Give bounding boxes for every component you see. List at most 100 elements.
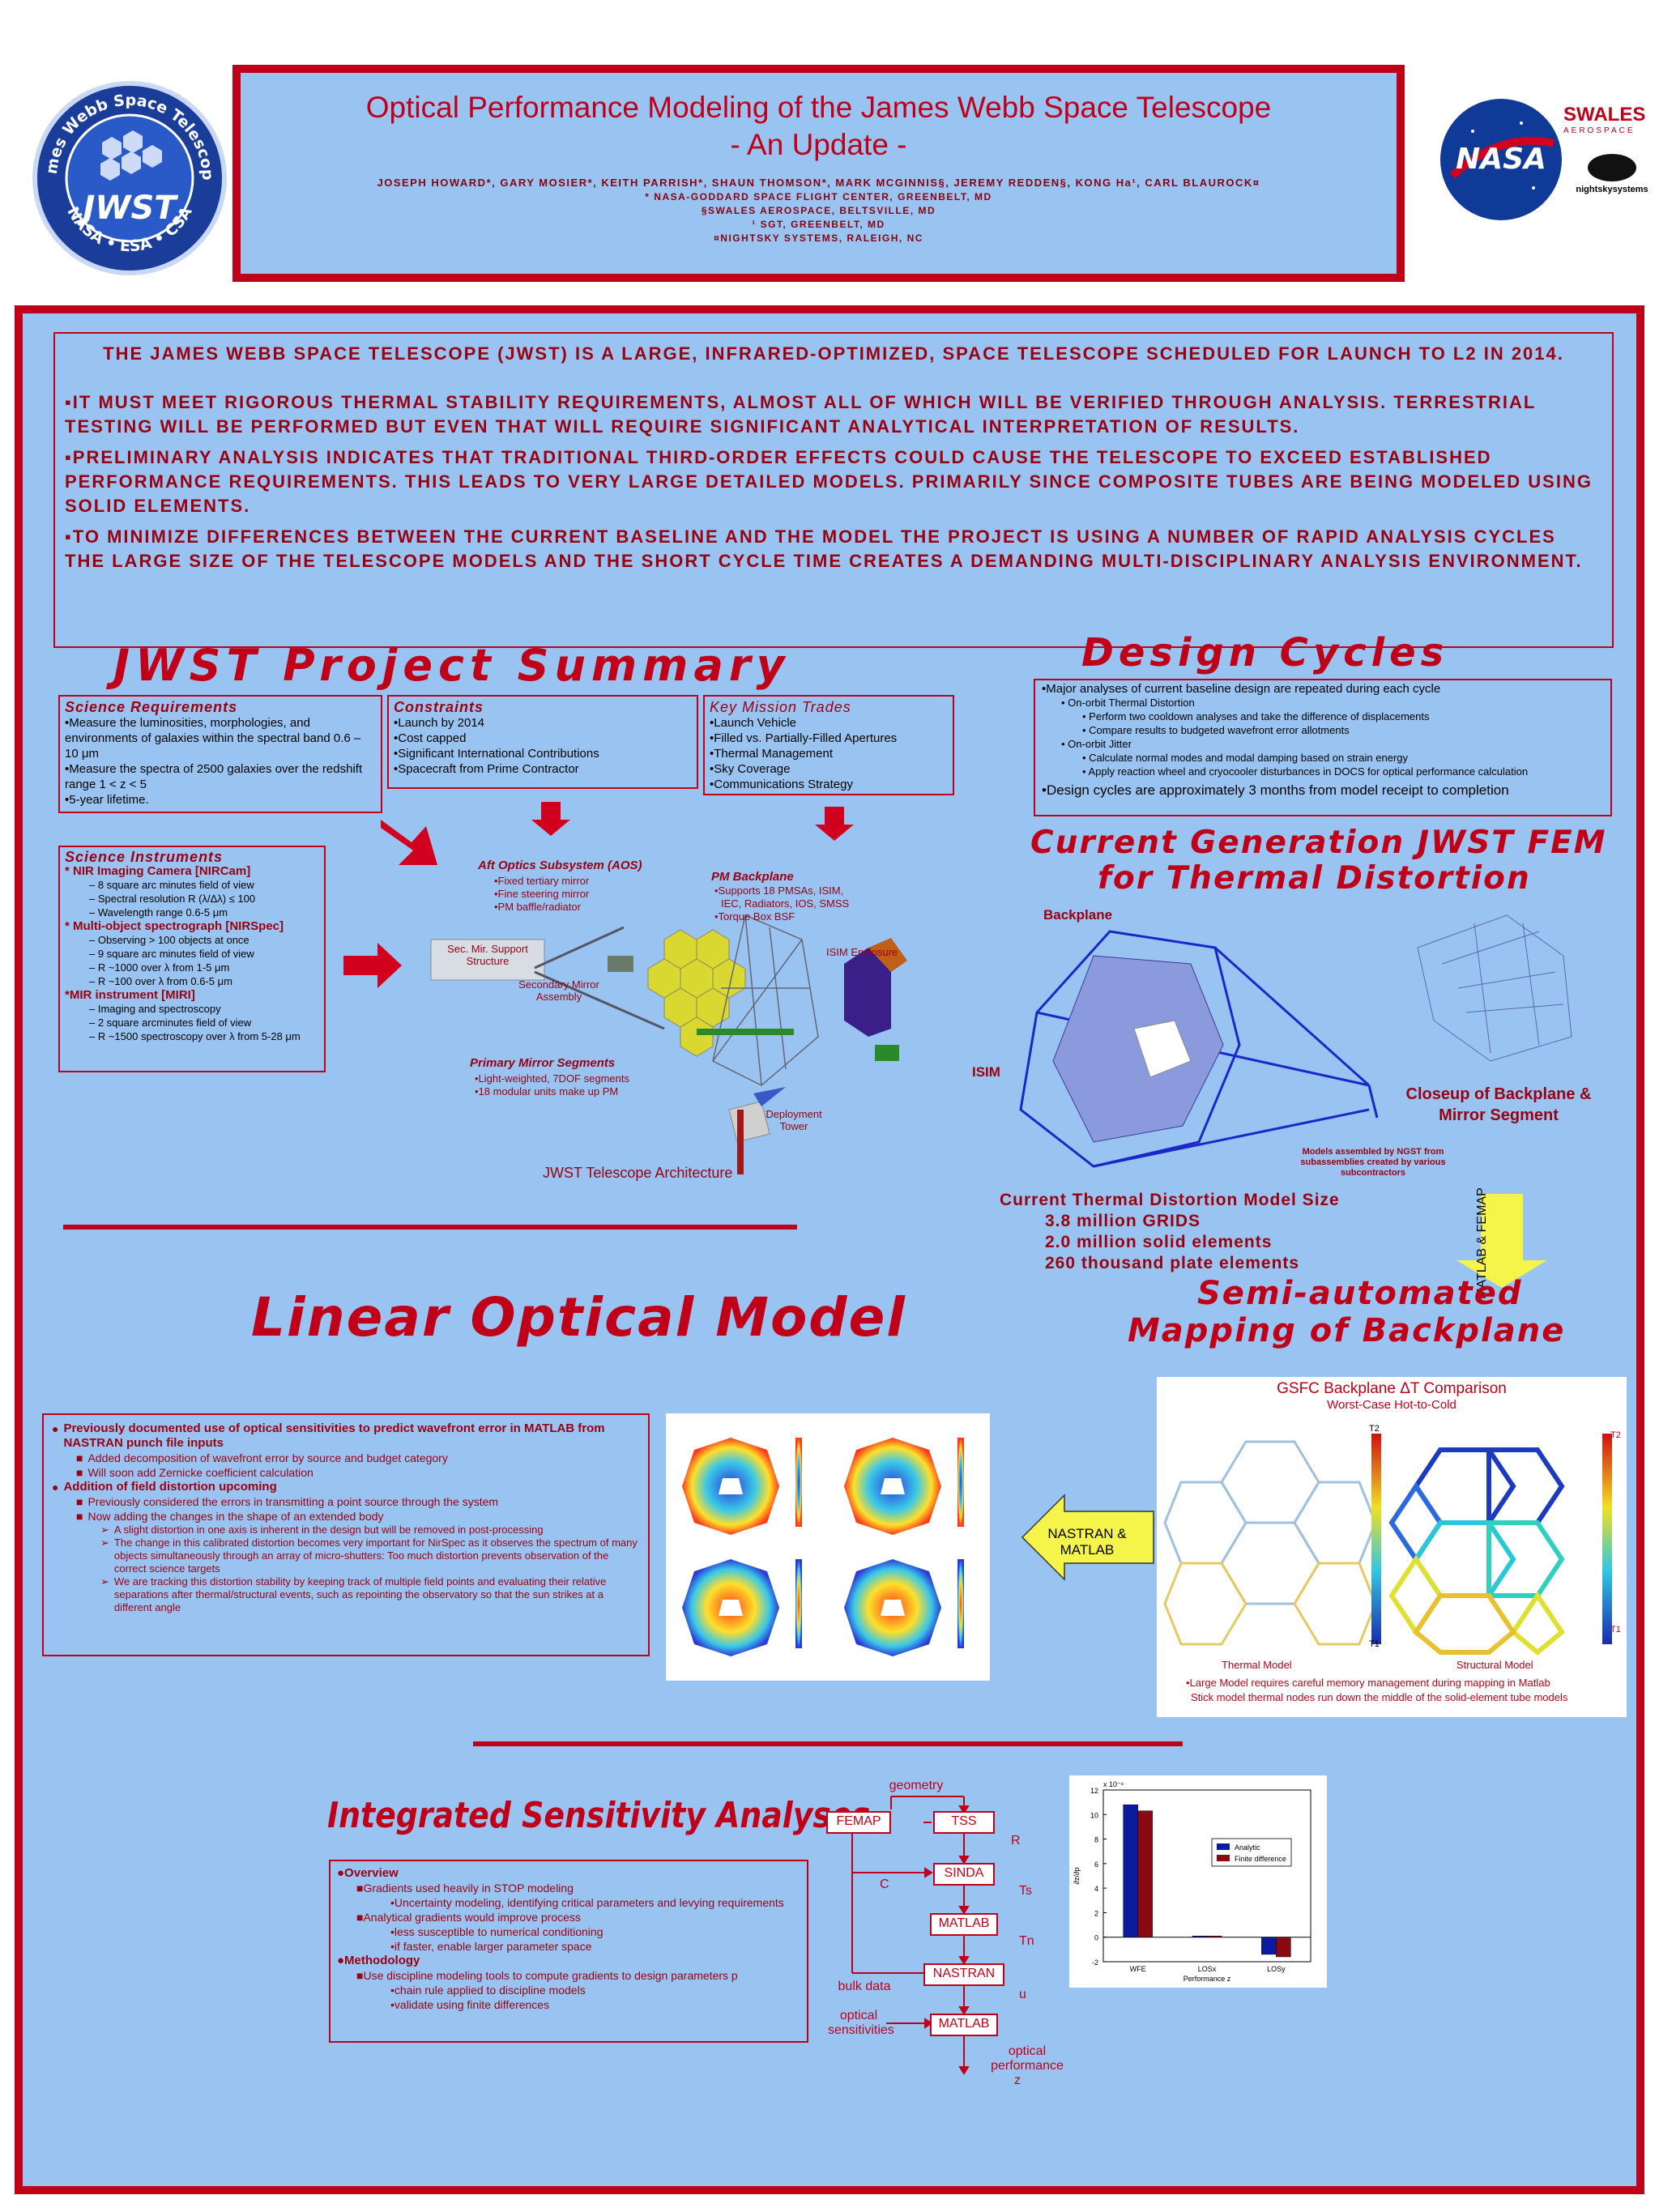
instrument-item: – R ~1500 spectroscopy over λ from 5-28 … (89, 1030, 301, 1042)
square-bullet-icon: ■ (76, 1466, 83, 1479)
constraints-heading: Constraints (394, 699, 484, 715)
chart-x-tick-label: LOSx (1198, 1965, 1217, 1973)
flow-femap-box: FEMAP (826, 1811, 891, 1834)
flow-geometry-label: geometry (889, 1779, 944, 1792)
constraints-box: Constraints •Launch by 2014 •Cost capped… (387, 695, 698, 789)
backplane-maps-drawing (1163, 1434, 1612, 1656)
integrated-item: •Uncertainty modeling, identifying criti… (390, 1896, 784, 1909)
flow-matlab-box-1: MATLAB (930, 1913, 998, 1936)
pm-backplane-title: PM Backplane (711, 870, 794, 884)
wavefront-map (682, 1559, 802, 1656)
linear-sub-sub-bullet: ➢ The change in this calibrated distorti… (100, 1536, 638, 1575)
primary-item: •Light-weighted, 7DOF segments (475, 1072, 629, 1085)
nirspec-heading: * Multi-object spectrograph [NIRSpec] (65, 919, 284, 933)
science-req-item: •5-year lifetime. (65, 793, 149, 807)
architecture-caption: JWST Telescope Architecture (543, 1165, 733, 1181)
instrument-item: – Imaging and spectroscopy (89, 1003, 221, 1015)
thermal-model-map (1163, 1440, 1377, 1646)
linear-sub-bullet: ■ Previously considered the errors in tr… (76, 1495, 499, 1508)
flow-r-label: R (1011, 1834, 1021, 1848)
pm-item: IEC, Radiators, IOS, SMSS (721, 897, 850, 910)
chart-x-axis-label: Performance z (1183, 1975, 1231, 1983)
instruments-heading: Science Instruments (65, 849, 224, 865)
chart-bar (1276, 1937, 1291, 1958)
instrument-item: – R ~100 over λ from 0.6-5 μm (89, 975, 232, 987)
aos-item: •Fixed tertiary mirror (494, 875, 590, 887)
section-title-project-summary: JWST Project Summary (113, 640, 791, 691)
structural-model-label: Structural Model (1456, 1659, 1533, 1671)
integrated-item: •chain rule applied to discipline models (390, 1984, 586, 1997)
trade-item: •Thermal Management (710, 747, 833, 761)
swales-wordmark: SWALES (1563, 104, 1646, 126)
integrated-item: ■Gradients used heavily in STOP modeling (356, 1882, 574, 1894)
nastran-matlab-label: NASTRAN & MATLAB (1047, 1526, 1127, 1558)
chart-bar (1261, 1937, 1277, 1955)
aos-item: •PM baffle/radiator (494, 901, 581, 913)
flow-optical-sens-label: optical sensitivities (828, 2009, 894, 2037)
bullet-icon: ● (52, 1422, 59, 1435)
chart-bar (1137, 1810, 1153, 1937)
swales-logo: SWALES AEROSPACE (1563, 104, 1654, 135)
linear-sub-sub-bullet: ➢ We are tracking this distortion stabil… (100, 1575, 607, 1613)
constraint-item: •Significant International Contributions (394, 747, 599, 761)
constraint-item: •Launch by 2014 (394, 716, 485, 730)
integrated-item: ■Use discipline modeling tools to comput… (356, 1969, 738, 1982)
instrument-item: – 9 square arc minutes field of view (89, 948, 254, 960)
square-bullet-icon: ■ (76, 1451, 83, 1464)
design-cycle-line: • Compare results to budgeted wavefront … (1082, 724, 1350, 736)
telescope-drawing (430, 914, 907, 1174)
integrated-item: •validate using finite differences (390, 1998, 550, 2011)
flow-z-label: z (1014, 2073, 1021, 2087)
fem-model-drawing (1019, 914, 1572, 1168)
design-cycle-line: •Design cycles are approximately 3 month… (1042, 782, 1509, 798)
t2-right-label: T2 (1610, 1430, 1621, 1440)
mapping-note-2: Stick model thermal nodes run down the m… (1191, 1691, 1568, 1703)
overview-heading: ●Overview (337, 1866, 399, 1880)
instrument-item: – 8 square arc minutes field of view (89, 879, 254, 891)
design-cycle-line: • Apply reaction wheel and cryocooler di… (1082, 765, 1529, 778)
chart-y-tick-label: 10 (1090, 1811, 1098, 1819)
square-bullet-icon: ■ (76, 1495, 83, 1508)
intro-bullet-3: ▪TO MINIMIZE DIFFERENCES BETWEEN THE CUR… (65, 526, 1583, 571)
affiliation-3: ¹ SGT, GREENBELT, MD (752, 219, 885, 230)
structural-model-map (1388, 1447, 1565, 1656)
linear-sub-bullet: ■ Will soon add Zernicke coefficient cal… (76, 1466, 313, 1479)
nightsky-wordmark: nightskysystems (1576, 185, 1648, 194)
science-req-item: •Measure the spectra of 2500 galaxies ov… (65, 762, 363, 791)
linear-model-box: ● Previously documented use of optical s… (42, 1413, 650, 1656)
chart-y-tick-label: 6 (1094, 1860, 1098, 1869)
chart-y-tick-label: -2 (1092, 1958, 1098, 1967)
nircam-heading: * NIR Imaging Camera [NIRCam] (65, 864, 251, 878)
linear-sub-bullet: ■ Added decomposition of wavefront error… (76, 1451, 448, 1464)
sec-mir-support-label: Sec. Mir. Support Structure (447, 943, 528, 967)
miri-heading: *MIR instrument [MIRI] (65, 988, 195, 1002)
aos-title: Aft Optics Subsystem (AOS) (478, 859, 642, 872)
chart-legend-swatch (1217, 1855, 1230, 1861)
isim-enclosure-label: ISIM Enclosure (826, 946, 898, 958)
pm-item: •Torque Box BSF (714, 910, 795, 923)
ngst-note: Models assembled by NGST from subassembl… (1300, 1147, 1446, 1178)
constraint-item: •Cost capped (394, 731, 467, 745)
backplane-label: Backplane (1043, 907, 1113, 923)
linear-sub-bullet: ■ Now adding the changes in the shape of… (76, 1510, 384, 1523)
integrated-item: ■Analytical gradients would improve proc… (356, 1911, 581, 1924)
design-cycles-box: •Major analyses of current baseline desi… (1034, 679, 1612, 816)
science-req-item: •Measure the luminosities, morphologies,… (65, 716, 361, 761)
poster-header: James Webb Space Telescope NASA • ESA • … (0, 0, 1659, 300)
flow-ts-label: Ts (1019, 1884, 1032, 1898)
isim-label: ISIM (972, 1064, 1000, 1080)
methodology-heading: ●Methodology (337, 1954, 420, 1967)
aos-item: •Fine steering mirror (494, 888, 590, 900)
instrument-item: – Wavelength range 0.6-5 μm (89, 906, 228, 918)
section-title-mapping-1: Semi-automated (1197, 1275, 1523, 1312)
chart-bar (1123, 1804, 1138, 1937)
flow-matlab-box-2: MATLAB (930, 2014, 998, 2036)
wavefront-map (844, 1559, 964, 1656)
design-cycle-line: • Calculate normal modes and modal dampi… (1082, 752, 1409, 764)
affiliation-1: * NASA-GODDARD SPACE FLIGHT CENTER, GREE… (645, 191, 992, 202)
square-bullet-icon: ■ (76, 1510, 83, 1523)
nightsky-logo: nightskysystems (1567, 154, 1657, 194)
trade-item: •Communications Strategy (710, 778, 853, 791)
